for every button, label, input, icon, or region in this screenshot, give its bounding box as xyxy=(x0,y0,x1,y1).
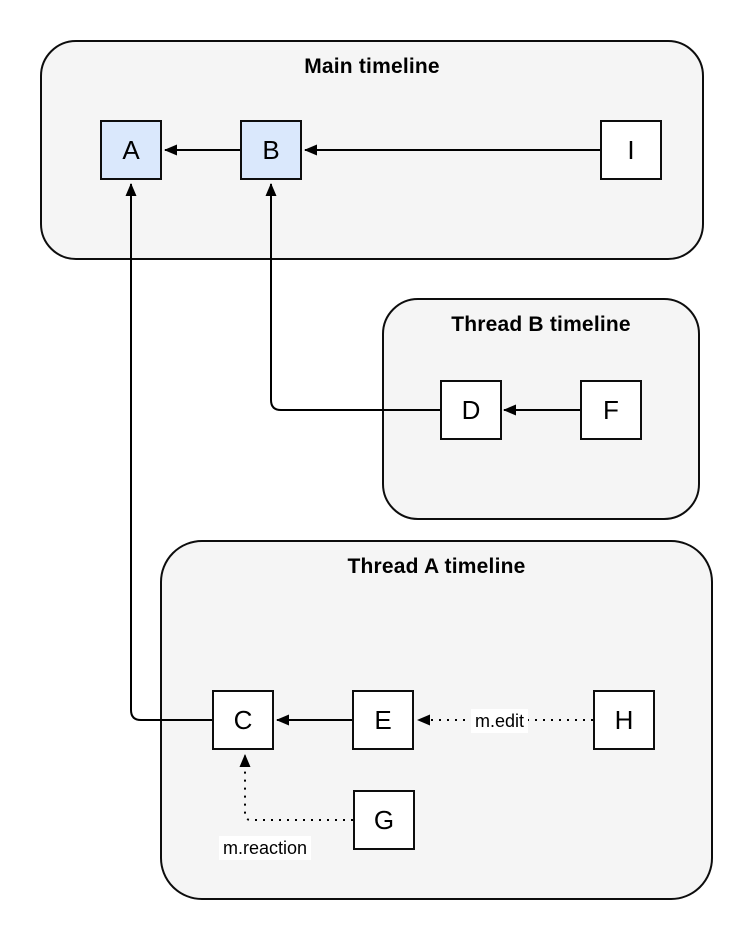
node-event-g: G xyxy=(353,790,415,850)
node-event-f: F xyxy=(580,380,642,440)
thread-b-timeline-title: Thread B timeline xyxy=(451,313,631,336)
node-event-i: I xyxy=(600,120,662,180)
node-event-e: E xyxy=(352,690,414,750)
node-a-label: A xyxy=(122,134,140,165)
edge-label-m-reaction: m.reaction xyxy=(219,836,312,860)
node-event-h: H xyxy=(593,690,655,750)
node-event-a: A xyxy=(100,120,162,180)
node-c-label: C xyxy=(233,704,253,735)
node-f-label: F xyxy=(603,394,619,425)
node-h-label: H xyxy=(614,704,634,735)
thread-a-timeline-title: Thread A timeline xyxy=(347,555,526,578)
node-d-label: D xyxy=(461,394,481,425)
node-event-b: B xyxy=(240,120,302,180)
node-g-label: G xyxy=(373,804,395,835)
node-e-label: E xyxy=(374,704,392,735)
main-timeline-title: Main timeline xyxy=(304,55,440,78)
container-thread-b-timeline: Thread B timeline xyxy=(382,298,700,520)
node-i-label: I xyxy=(627,134,635,165)
edge-label-m-edit: m.edit xyxy=(471,709,529,733)
node-b-label: B xyxy=(262,134,280,165)
node-event-c: C xyxy=(212,690,274,750)
node-event-d: D xyxy=(440,380,502,440)
